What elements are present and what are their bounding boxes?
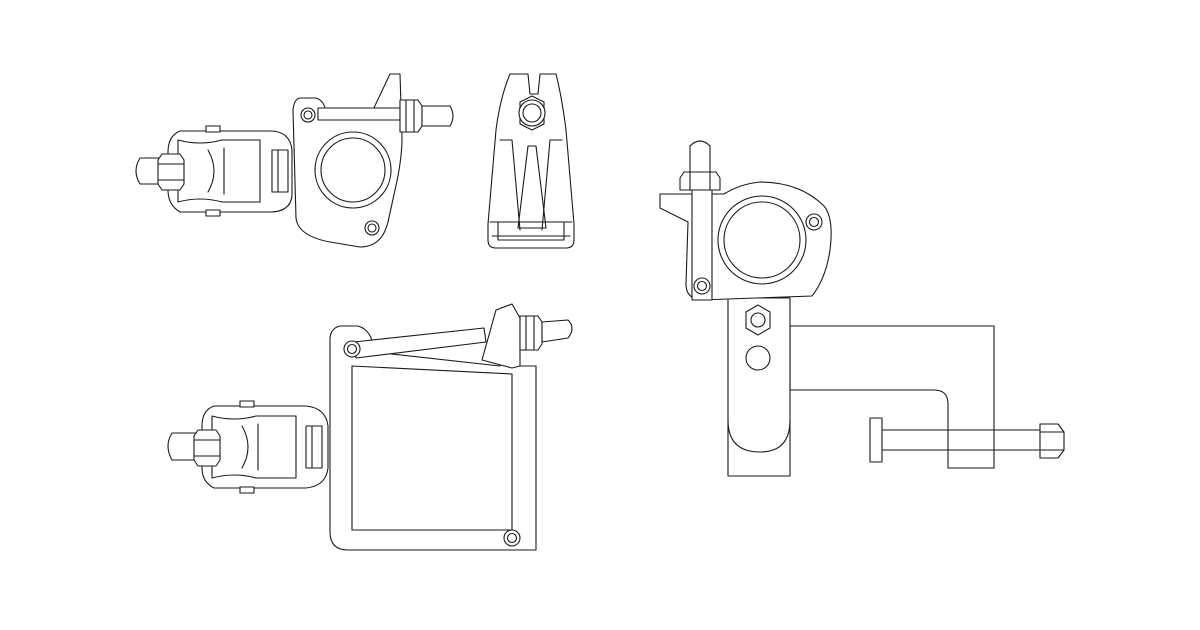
rivet-top-inner — [303, 110, 313, 120]
wedge-nut-face — [157, 163, 185, 181]
frame-rivet-top — [343, 340, 361, 358]
end-view-channel — [497, 221, 565, 241]
screw-nut-face — [1039, 431, 1065, 451]
frame-wedge-bolt-head — [305, 425, 323, 469]
wedge-insert — [207, 149, 215, 193]
beam-clamp-assembly-view — [659, 140, 1065, 477]
swivel-clamp-side-view — [135, 73, 454, 248]
end-view-base — [489, 221, 573, 237]
beam-rivet-left — [693, 277, 711, 295]
tightening-bar — [317, 107, 401, 121]
end-view-inner — [499, 139, 563, 231]
swivel-clamp-end-view — [487, 73, 575, 249]
wedge-housing-tab-top — [205, 125, 221, 133]
rivet-bottom-inner — [367, 223, 377, 233]
beam-clamp-nut — [679, 171, 721, 191]
rivet-top — [300, 107, 316, 123]
beam-bracket — [789, 325, 995, 469]
frame-wedge-nut-face — [193, 439, 221, 457]
plate-hex-bore — [750, 312, 766, 328]
tightening-bolt-tip — [421, 105, 454, 127]
open-frame-outer — [329, 325, 537, 551]
tightening-nut — [399, 99, 423, 133]
frame-rivet-top-inner — [346, 343, 358, 355]
wedge-bolt-head — [271, 149, 289, 193]
frame-rivet-bottom — [503, 529, 521, 547]
plate-hole — [745, 345, 771, 371]
frame-lever — [481, 303, 521, 369]
wedge-nut — [157, 153, 185, 191]
beam-rivet-right-inner — [808, 216, 820, 228]
clamp-open-frame-view — [167, 303, 573, 551]
frame-wedge-nut — [193, 429, 221, 467]
frame-lever-nut — [519, 315, 543, 351]
wedge-housing-tab-bottom — [205, 209, 221, 217]
frame-rivet-bottom-inner — [506, 532, 518, 544]
frame-tension-rod — [353, 327, 487, 359]
beam-rivet-right — [805, 213, 823, 231]
beam-tube-bore — [723, 201, 801, 279]
beam-clamp-bolt-tip — [689, 140, 711, 173]
wedge-housing — [167, 130, 293, 213]
rivet-bottom — [364, 220, 380, 236]
frame-wedge-insert — [241, 423, 259, 471]
screw-bracket-mask — [947, 429, 995, 451]
frame-lever-bolt-tip — [541, 319, 573, 343]
frame-lever-nut-face — [525, 315, 535, 351]
tube-bore — [320, 137, 386, 203]
tightening-nut-face — [405, 99, 415, 133]
frame-wedge-body — [211, 415, 297, 479]
beam-clamp-nut-face — [689, 171, 711, 191]
end-view-slot — [517, 145, 547, 229]
end-view-body — [487, 73, 575, 249]
beam-rivet-left-inner — [696, 280, 708, 292]
frame-housing-tab-top — [239, 400, 255, 408]
frame-housing-tab-bottom — [239, 486, 255, 494]
end-view-bolt-inner — [522, 103, 542, 123]
screw-pad — [869, 417, 883, 463]
plate-hex-nut — [745, 304, 771, 336]
screw-nut — [1039, 423, 1065, 459]
vertical-plate-slot — [727, 419, 791, 453]
wedge-body-outline — [177, 139, 261, 203]
screw-shaft — [881, 429, 1045, 451]
